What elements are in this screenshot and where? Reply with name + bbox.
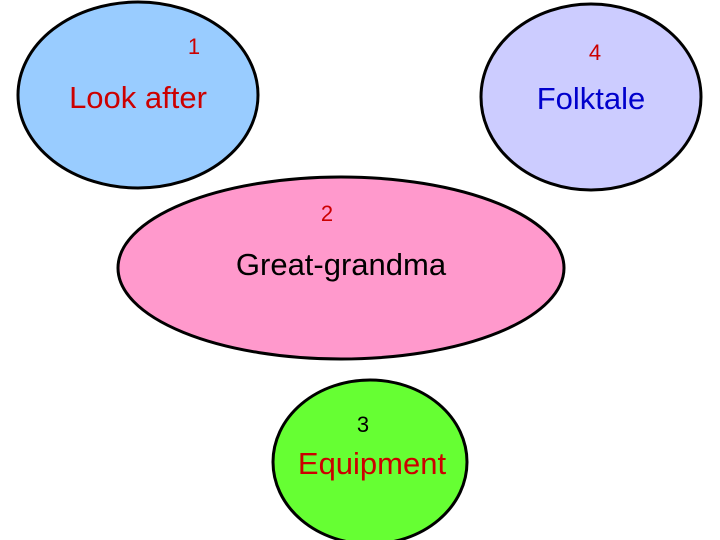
bubble-equipment-term: Equipment bbox=[298, 446, 447, 481]
bubble-great-grandma: 2 Great-grandma bbox=[116, 175, 566, 361]
bubble-look-after: 1 Look after bbox=[16, 0, 260, 190]
bubble-equipment: 3 Equipment bbox=[271, 378, 469, 540]
bubble-great-grandma-term: Great-grandma bbox=[236, 247, 447, 282]
bubble-great-grandma-number: 2 bbox=[321, 201, 333, 226]
bubble-look-after-number: 1 bbox=[188, 34, 200, 59]
bubble-equipment-shape bbox=[271, 378, 469, 540]
bubble-equipment-number: 3 bbox=[357, 412, 369, 437]
bubble-great-grandma-shape bbox=[116, 175, 566, 361]
bubble-folktale-number: 4 bbox=[589, 40, 601, 65]
bubble-look-after-term: Look after bbox=[69, 80, 207, 115]
bubble-folktale-term: Folktale bbox=[537, 81, 646, 116]
bubble-folktale: 4 Folktale bbox=[479, 2, 703, 192]
bubble-look-after-shape bbox=[16, 0, 260, 190]
bubble-folktale-shape bbox=[479, 2, 703, 192]
